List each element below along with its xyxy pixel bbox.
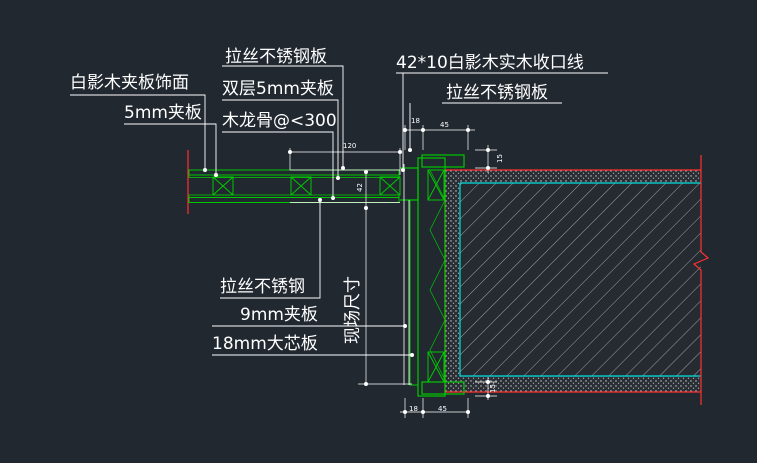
wall-section — [444, 155, 710, 405]
dim-bottom-side: 15 — [489, 384, 497, 393]
stainless-lines — [403, 164, 410, 385]
dim-bottom-b: 45 — [438, 405, 447, 413]
label-stainless: 拉丝不锈钢 — [220, 277, 305, 297]
dim-panel-width: 120 — [343, 142, 356, 150]
corner-keels — [427, 169, 445, 383]
dim-top-a: 18 — [411, 117, 420, 125]
corner-assembly — [400, 154, 465, 397]
dimension-ticks — [203, 128, 490, 414]
label-trim-line: 42*10白影木实木收口线 — [396, 53, 584, 73]
panel-bottom-layer — [188, 197, 400, 203]
dim-top-side: 15 — [496, 154, 504, 163]
blockboard — [417, 157, 446, 397]
label-veneer-finish: 白影木夹板饰面 — [70, 73, 189, 93]
label-5mm-plywood: 5mm夹板 — [124, 103, 202, 123]
dim-panel-height: 42 — [356, 183, 364, 192]
wood-keels — [212, 176, 401, 196]
left-wall-panel — [187, 150, 401, 214]
label-18mm-blockboard: 18mm大芯板 — [212, 334, 318, 354]
label-stainless-plate-right: 拉丝不锈钢板 — [446, 83, 548, 103]
trim-top — [421, 154, 465, 168]
concrete-hatch — [460, 183, 701, 376]
blockboard-pattern — [429, 169, 446, 381]
dim-bottom-a: 18 — [409, 405, 418, 413]
vertical-panel — [409, 199, 419, 386]
label-wood-keel: 木龙骨@<300 — [222, 111, 337, 131]
label-double-plywood: 双层5mm夹板 — [222, 79, 334, 99]
leader-lines — [70, 65, 608, 356]
finish-line — [459, 182, 701, 377]
dim-top-b: 45 — [440, 121, 449, 129]
corner-cap — [400, 167, 419, 201]
label-stainless-plate: 拉丝不锈钢板 — [225, 47, 327, 67]
label-9mm-plywood: 9mm夹板 — [240, 305, 318, 325]
label-site-dimension: 现场尺寸 — [343, 276, 363, 344]
break-line — [692, 155, 710, 405]
